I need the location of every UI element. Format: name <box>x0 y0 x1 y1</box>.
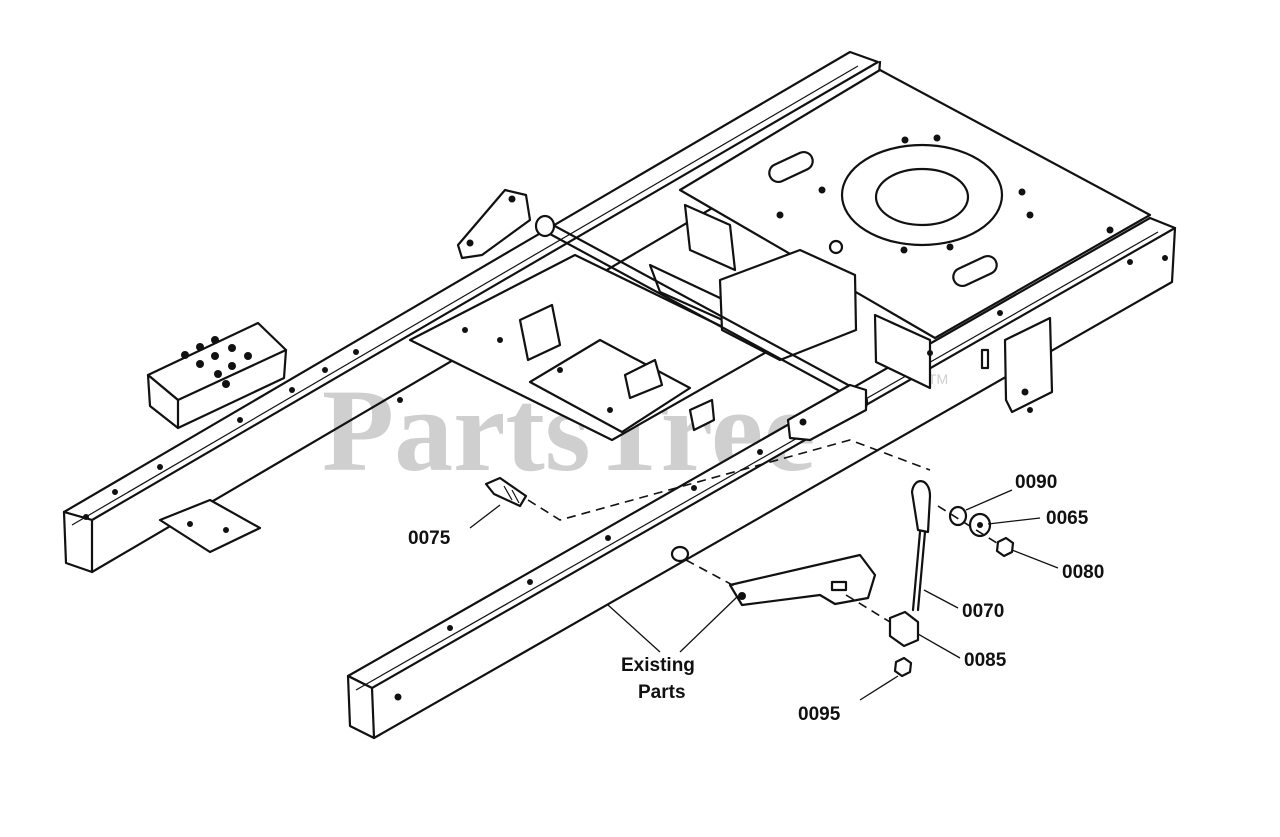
callout-0070: 0070 <box>962 601 1004 622</box>
nut-0080 <box>995 536 1015 558</box>
right-mount-bracket <box>980 316 1054 414</box>
bolt-0075 <box>484 476 528 508</box>
callout-0085: 0085 <box>964 650 1007 671</box>
rail-holes <box>83 255 1168 701</box>
rear-deck-plate <box>678 68 1152 340</box>
frame-assembly <box>62 50 1177 740</box>
rod-0070 <box>910 480 932 612</box>
spacer-0090 <box>948 505 968 527</box>
block-0085 <box>888 610 920 648</box>
bottom-plate <box>158 498 262 554</box>
callout-0095: 0095 <box>798 704 841 725</box>
right-pivot-bracket <box>786 383 868 442</box>
link-arm <box>728 553 877 607</box>
footrest-bracket <box>146 321 288 430</box>
mid-brackets <box>683 203 932 390</box>
callout-existing-line2: Parts <box>638 682 686 703</box>
nut-0095 <box>893 656 913 678</box>
left-pivot-bracket <box>456 188 532 260</box>
callout-0090: 0090 <box>1015 472 1057 493</box>
washer-0065 <box>968 512 992 538</box>
callout-0080: 0080 <box>1062 562 1104 583</box>
callout-0075: 0075 <box>408 528 451 549</box>
callout-0065: 0065 <box>1046 508 1089 529</box>
rail-nut <box>670 545 690 563</box>
watermark-tm: TM <box>928 371 948 387</box>
leader-lines <box>469 489 1059 701</box>
callout-existing-line1: Existing <box>621 655 695 676</box>
assembly-lines <box>527 439 1001 623</box>
callout-labels: 0075 0090 0065 0080 0070 0085 0095 Exist… <box>408 472 1104 725</box>
